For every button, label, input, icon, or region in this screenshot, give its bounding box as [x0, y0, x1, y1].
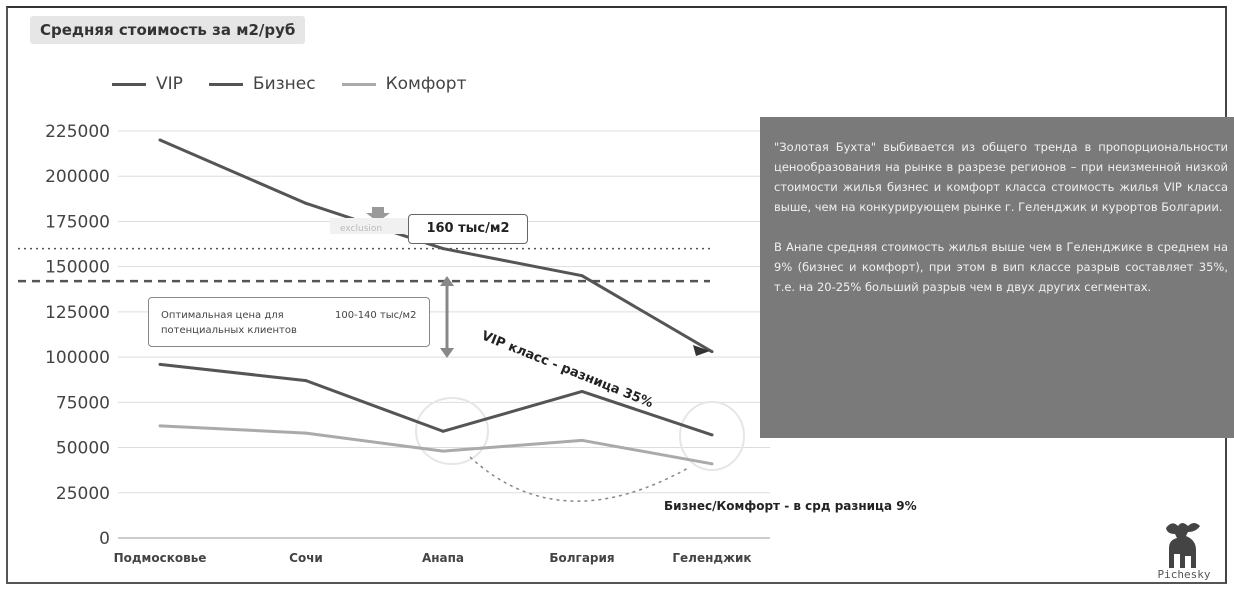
optimal-price-range: 100-140 тыс/м2 [335, 310, 417, 321]
legend-swatch-business [208, 82, 243, 86]
data-point-vip [441, 247, 445, 251]
data-point-business [710, 433, 714, 437]
highlight-circle-gelendzhik [679, 401, 745, 471]
data-point-comfort [580, 438, 584, 442]
range-arrow-head-down [440, 348, 454, 358]
business-comfort-difference-annotation: Бизнес/Комфорт - в срд разница 9% [664, 499, 917, 513]
logo-text: Pichesky [1157, 568, 1211, 581]
data-point-business [580, 389, 584, 393]
data-point-comfort [158, 424, 162, 428]
chart-legend: VIP Бизнес Комфорт [112, 72, 493, 96]
moose-icon [1166, 523, 1200, 568]
data-point-comfort [304, 431, 308, 435]
data-point-business [441, 429, 445, 433]
legend-label-comfort: Комфорт [385, 74, 467, 94]
x-tick-label: Анапа [422, 551, 464, 565]
optimal-price-label: Оптимальная цена для потенциальных клиен… [161, 310, 297, 336]
legend-item-comfort: Комфорт [341, 74, 467, 94]
data-point-comfort [441, 449, 445, 453]
data-point-vip [304, 201, 308, 205]
pointer-arrow [366, 207, 390, 222]
legend-label-business: Бизнес [252, 74, 316, 94]
company-logo: Pichesky [1144, 518, 1224, 584]
x-tick-label: Сочи [289, 551, 323, 565]
y-tick-label: 100000 [45, 348, 110, 368]
y-tick-label: 50000 [56, 439, 110, 459]
legend-item-business: Бизнес [208, 74, 316, 94]
vip-arrow-head [693, 345, 710, 356]
y-tick-label: 0 [99, 529, 110, 549]
legend-swatch-comfort [341, 82, 376, 86]
commentary-paragraph-2: В Анапе средняя стоимость жилья выше чем… [774, 240, 1228, 294]
legend-swatch-vip [112, 82, 146, 86]
legend-item-vip: VIP [112, 74, 183, 94]
data-point-vip [158, 138, 162, 142]
commentary-paragraph-1: "Золотая Бухта" выбивается из общего тре… [774, 140, 1228, 214]
highlight-circle-anapa [415, 397, 489, 465]
y-tick-label: 200000 [45, 167, 110, 187]
chart-title: Средняя стоимость за м2/руб [30, 16, 306, 44]
comparison-arc [469, 456, 691, 502]
y-tick-label: 125000 [45, 303, 110, 323]
y-tick-label: 150000 [45, 258, 110, 278]
series-line-comfort [159, 424, 713, 466]
y-tick-label: 25000 [56, 484, 110, 504]
data-point-comfort [710, 462, 714, 466]
data-point-vip [710, 350, 714, 354]
range-arrow-head-up [440, 276, 454, 286]
data-point-business [304, 379, 308, 383]
x-tick-label: Подмосковье [114, 551, 207, 565]
faint-annotation: exclusion [340, 224, 383, 234]
y-tick-label: 75000 [56, 393, 110, 413]
y-tick-label: 175000 [45, 212, 110, 232]
legend-label-vip: VIP [156, 74, 183, 94]
y-tick-label: 225000 [45, 122, 110, 142]
data-point-vip [580, 274, 584, 278]
commentary-box: "Золотая Бухта" выбивается из общего тре… [760, 117, 1234, 438]
x-tick-label: Геленджик [672, 551, 751, 565]
faint-callout-bg [330, 218, 408, 234]
data-point-business [158, 362, 162, 366]
price-callout: 160 тыс/м2 [408, 214, 528, 244]
optimal-price-box: Оптимальная цена для потенциальных клиен… [148, 297, 430, 347]
x-tick-label: Болгария [549, 551, 614, 565]
